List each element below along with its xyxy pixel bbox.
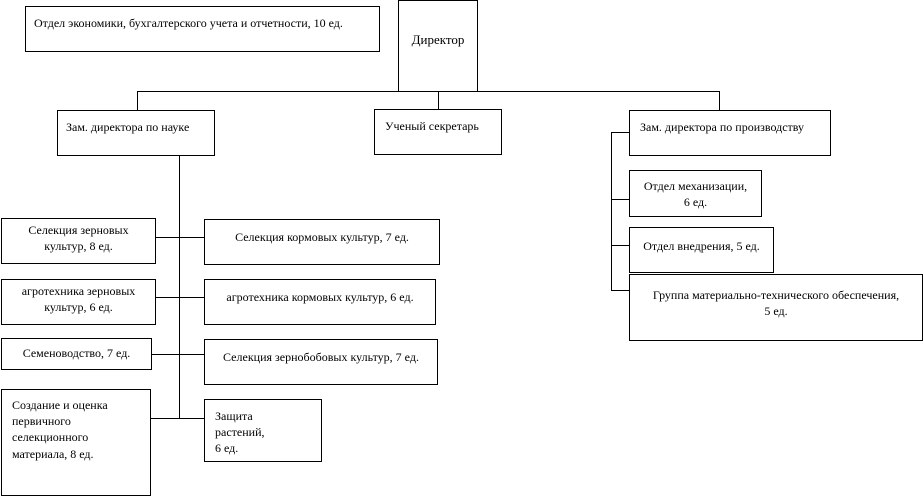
connector-science-row-3 [151,354,205,355]
production-unit-material-supply: Группа материально-технического обеспече… [629,274,923,341]
connector-director-down [438,91,439,109]
science-unit-primary-material: Создание и оценка первичного селекционно… [1,389,151,496]
production-unit-mechanization: Отдел механизации, 6 ед. [629,170,762,217]
science-unit-forage-breeding: Селекция кормовых культур, 7 ед. [204,219,440,265]
production-unit-implementation: Отдел внедрения, 5 ед. [629,227,774,273]
connector-production-row-3 [611,290,630,291]
connector-production-row-1 [611,199,630,200]
science-unit-forage-agrotech: агротехника кормовых культур, 6 ед. [204,279,436,325]
connector-production-row-2 [611,245,630,246]
science-unit-legume-breeding: Селекция зернобобовых культур, 7 ед. [204,339,438,385]
director-box: Директор [398,0,478,92]
connector-science-row-1 [155,237,205,238]
connector-to-deputy-production [719,91,720,110]
deputy-science-box: Зам. директора по науке [57,110,215,156]
connector-to-deputy-science [137,91,138,110]
connector-production-branch [611,132,630,133]
science-unit-grain-agrotech: агротехника зерновых культур, 6 ед. [1,279,156,325]
connector-science-row-4 [151,418,205,419]
science-unit-grain-breeding: Селекция зерновых культур, 8 ед. [1,218,156,264]
scientific-secretary-box: Ученый секретарь [374,109,502,155]
science-unit-plant-protection: Защита растений, 6 ед. [204,399,322,462]
connector-science-row-2 [155,297,205,298]
science-unit-seed-production: Семеноводство, 7 ед. [1,338,152,370]
connector-science-trunk [179,155,180,418]
economics-dept-box: Отдел экономики, бухгалтерского учета и … [25,6,380,52]
connector-production-trunk [611,132,612,290]
deputy-production-box: Зам. директора по производству [629,110,831,156]
